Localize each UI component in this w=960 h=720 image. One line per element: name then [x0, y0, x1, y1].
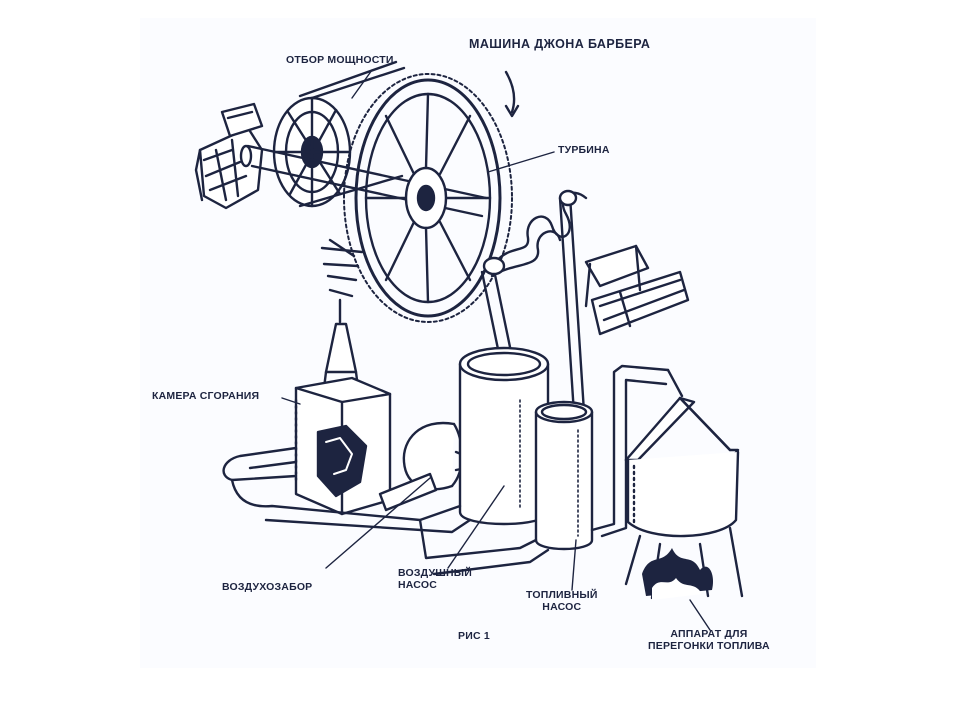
label-fuel-pump: ТОПЛИВНЫЙ НАСОС	[526, 589, 598, 613]
label-combustion-chamber: КАМЕРА СГОРАНИЯ	[152, 390, 260, 402]
pipework	[222, 364, 684, 576]
drive-belt	[298, 60, 406, 208]
air-pump-cylinder	[458, 346, 550, 526]
label-power-takeoff: ОТБОР МОЩНОСТИ	[286, 54, 394, 66]
crank-linkage	[480, 189, 588, 416]
rotation-arrow	[504, 70, 520, 118]
fuel-pump-cylinder	[534, 400, 594, 551]
air-intake-bell	[378, 421, 468, 512]
combustion-chamber	[294, 376, 392, 516]
fuel-distiller	[624, 396, 744, 600]
figure-caption: РИС 1	[458, 630, 490, 642]
label-air-pump: ВОЗДУШНЫЙ НАСОС	[398, 567, 472, 591]
label-fuel-distiller: АППАРАТ ДЛЯ ПЕРЕГОНКИ ТОПЛИВА	[648, 628, 770, 652]
label-air-pump-line2: НАСОС	[398, 579, 437, 591]
right-wooden-mount	[584, 244, 690, 336]
label-fuel-pump-line1: ТОПЛИВНЫЙ	[526, 589, 598, 601]
turbine-nozzle	[320, 238, 364, 390]
power-takeoff-pulley	[272, 96, 352, 208]
turbine-wheel	[343, 73, 513, 323]
label-turbine: ТУРБИНА	[558, 144, 610, 156]
label-fuel-distiller-line1: АППАРАТ ДЛЯ	[670, 628, 748, 640]
leader-lines	[281, 69, 711, 631]
label-air-intake: ВОЗДУХОЗАБОР	[222, 581, 313, 593]
distiller-fire	[642, 548, 714, 600]
label-fuel-distiller-line2: ПЕРЕГОНКИ ТОПЛИВА	[648, 640, 770, 652]
label-fuel-pump-line2: НАСОС	[542, 601, 582, 613]
figure-title: МАШИНА ДЖОНА БАРБЕРА	[469, 37, 651, 51]
label-air-pump-line1: ВОЗДУШНЫЙ	[398, 567, 472, 579]
